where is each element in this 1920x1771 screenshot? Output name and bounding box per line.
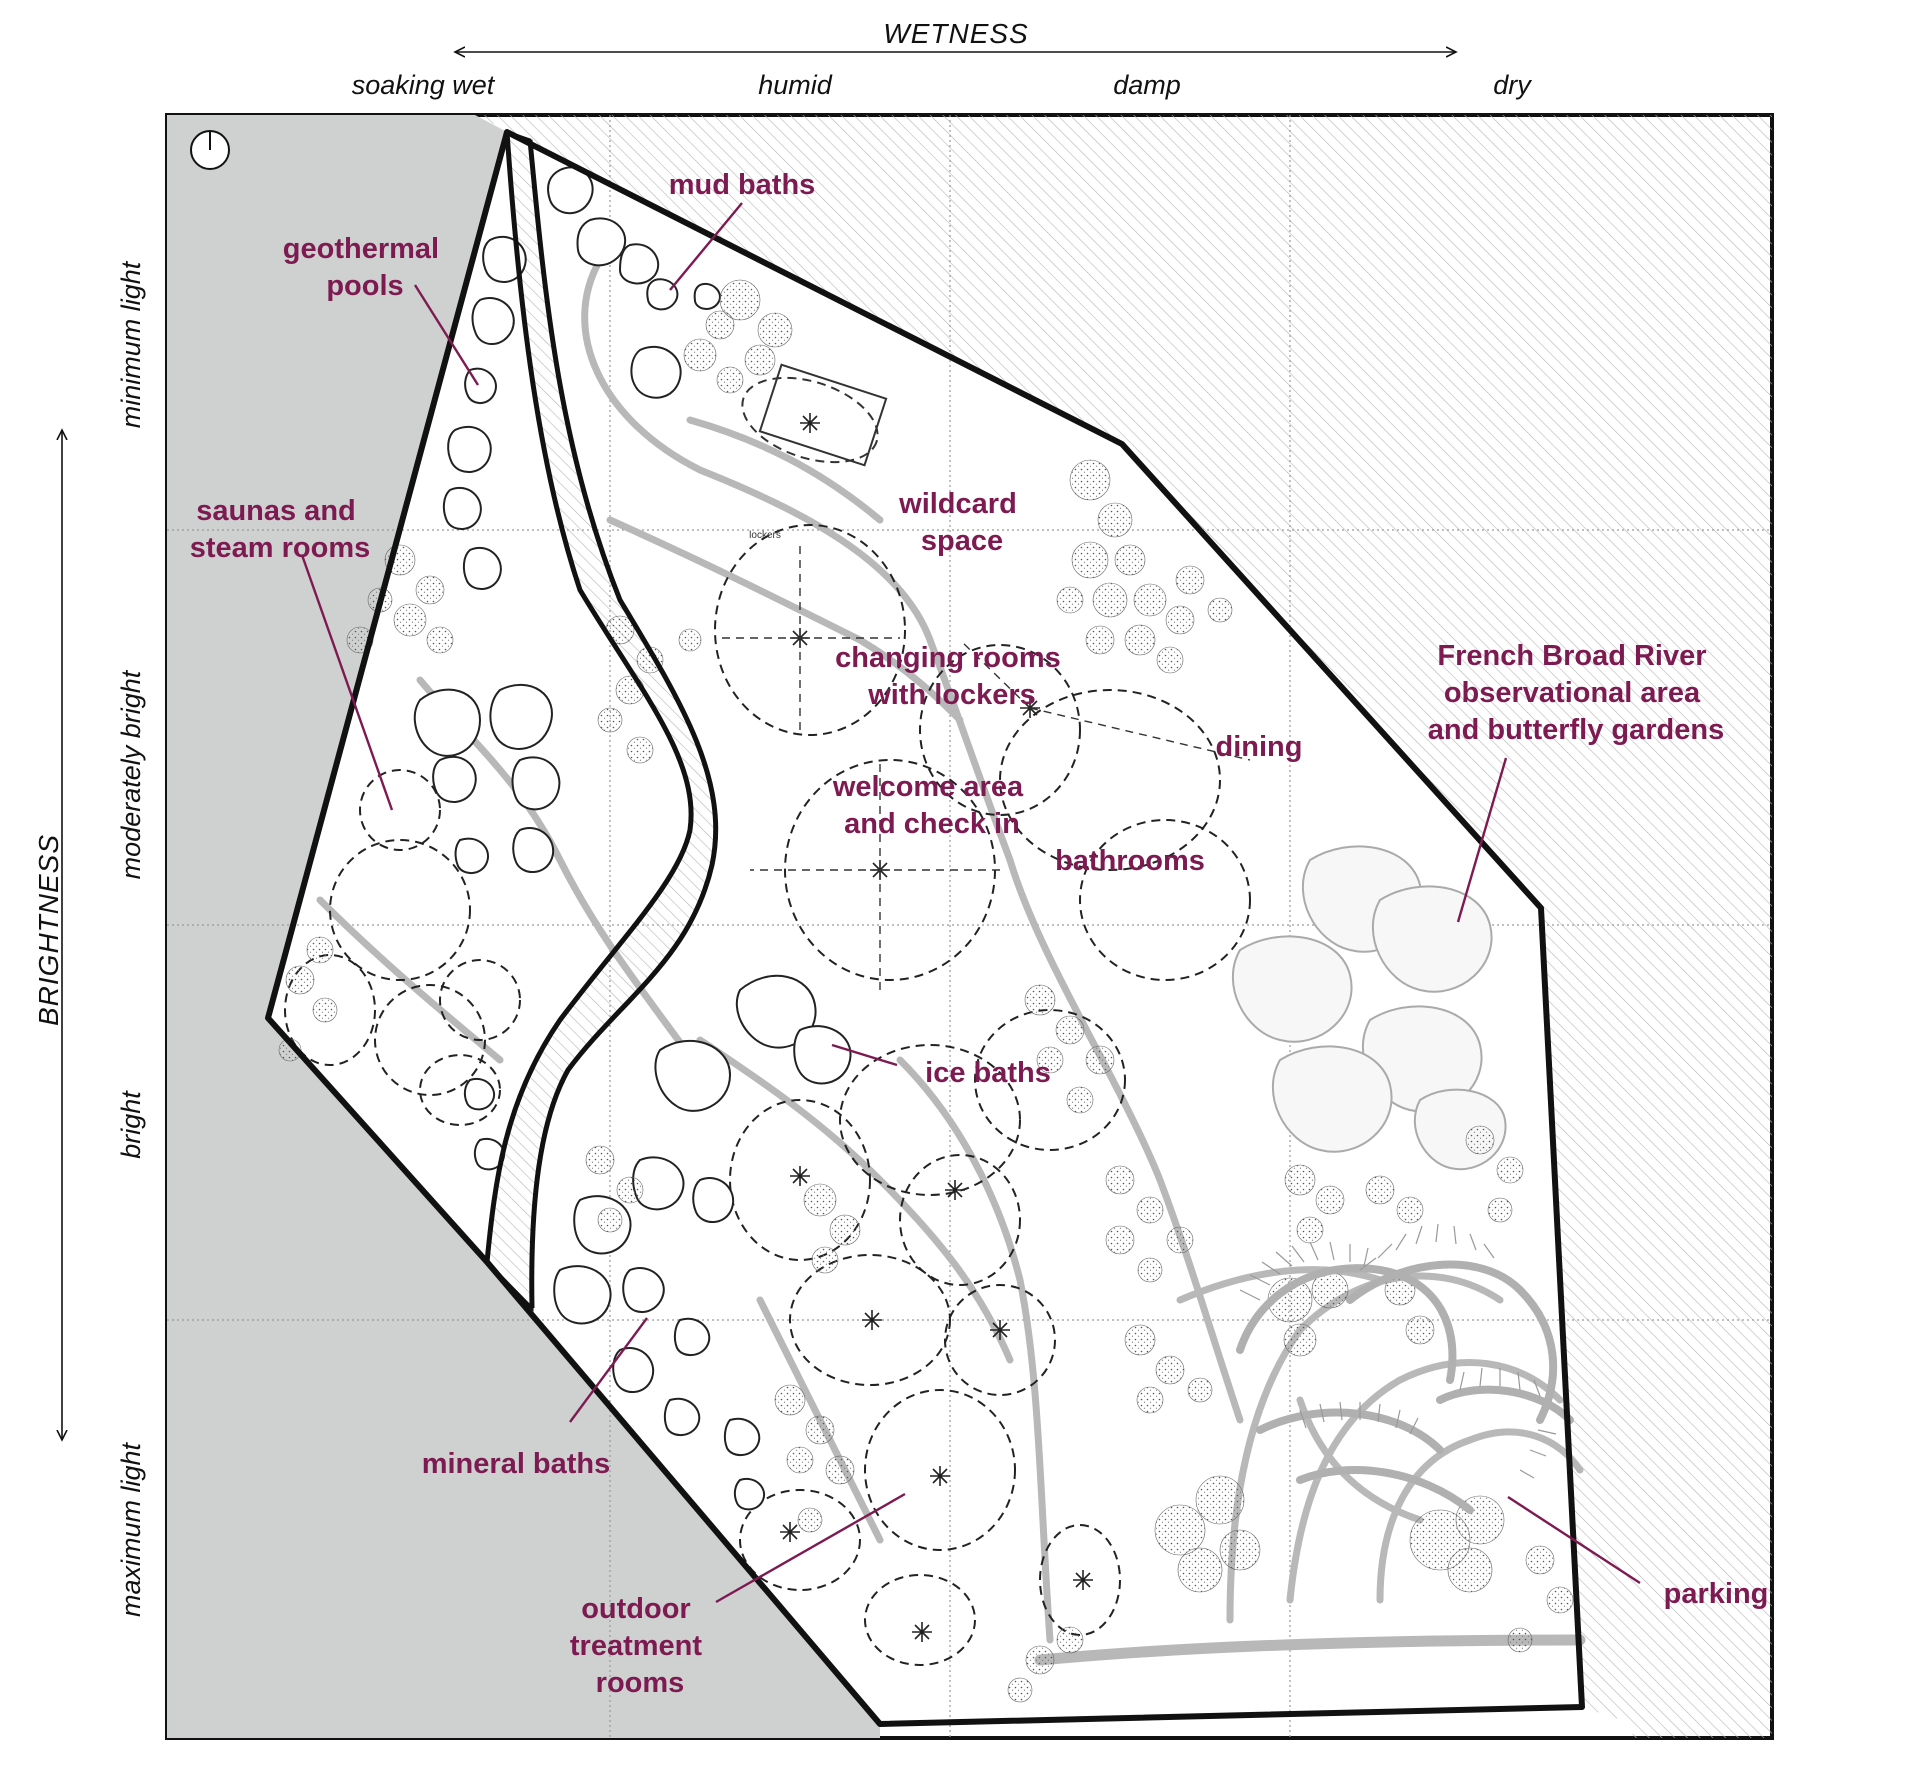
label-lockers-line-2: with lockers bbox=[867, 679, 1036, 711]
dashed-zones bbox=[284, 524, 1251, 1666]
x-tick-humid: humid bbox=[758, 70, 833, 100]
label-ice-baths-line-1: ice baths bbox=[925, 1057, 1051, 1089]
hatched-outside-area bbox=[475, 115, 1772, 1738]
river-boundary-line bbox=[527, 139, 719, 1309]
label-river-line-1: French Broad River bbox=[1437, 640, 1706, 672]
label-parking: parking bbox=[1664, 1578, 1769, 1610]
label-lockers: changing rooms with lockers bbox=[835, 642, 1069, 711]
label-geothermal-pools-line-1: geothermal bbox=[283, 233, 439, 265]
label-treatment-line-3: rooms bbox=[596, 1667, 685, 1699]
label-ice-baths: ice baths bbox=[925, 1057, 1051, 1089]
label-wildcard-line-2: space bbox=[921, 525, 1003, 557]
label-river: French Broad River observational area an… bbox=[1428, 640, 1725, 746]
parking-stalls bbox=[1239, 1223, 1557, 1479]
label-dining-line-1: dining bbox=[1216, 731, 1303, 763]
y-axis: BRIGHTNESS minimum light moderately brig… bbox=[33, 260, 146, 1617]
x-axis-title: WETNESS bbox=[883, 18, 1028, 49]
label-wildcard: wildcard space bbox=[898, 488, 1025, 557]
label-mud-baths-line-1: mud baths bbox=[669, 169, 816, 201]
grid-lines bbox=[167, 115, 1772, 1738]
leader-lines bbox=[300, 202, 1641, 1604]
label-geothermal-pools: geothermal pools bbox=[283, 233, 447, 302]
river-boundary-line-west bbox=[484, 131, 694, 1263]
label-mineral-baths: mineral baths bbox=[422, 1448, 611, 1480]
label-geothermal-pools-line-2: pools bbox=[326, 270, 403, 302]
label-parking-line-1: parking bbox=[1664, 1578, 1769, 1610]
label-treatment-line-2: treatment bbox=[570, 1630, 702, 1662]
y-tick-moderately-bright: moderately bright bbox=[116, 669, 146, 879]
label-welcome: welcome area and check in bbox=[832, 771, 1031, 840]
label-welcome-line-1: welcome area bbox=[832, 771, 1024, 803]
x-tick-dry: dry bbox=[1493, 70, 1532, 100]
label-bathrooms: bathrooms bbox=[1055, 845, 1205, 877]
site-boundary bbox=[265, 129, 1585, 1727]
gray-outside-area bbox=[167, 115, 880, 1738]
label-dining: dining bbox=[1216, 731, 1303, 763]
y-tick-minimum-light: minimum light bbox=[116, 260, 146, 428]
zone-labels: mud baths geothermal pools saunas and st… bbox=[190, 169, 1769, 1699]
parking-lot bbox=[1236, 1260, 1574, 1514]
y-tick-maximum-light: maximum light bbox=[116, 1441, 146, 1617]
spoke-lines bbox=[720, 540, 1251, 990]
x-axis: WETNESS soaking wet humid damp dry bbox=[352, 18, 1533, 100]
label-mud-baths: mud baths bbox=[669, 169, 816, 201]
y-tick-bright: bright bbox=[116, 1090, 146, 1159]
label-saunas-line-2: steam rooms bbox=[190, 532, 371, 564]
lockers-tag: lockers bbox=[749, 530, 781, 541]
label-saunas-line-1: saunas and bbox=[196, 495, 356, 527]
label-river-line-2: observational area bbox=[1444, 677, 1701, 709]
label-treatment-line-1: outdoor bbox=[581, 1593, 691, 1625]
y-axis-title: BRIGHTNESS bbox=[33, 834, 64, 1026]
label-wildcard-line-1: wildcard bbox=[898, 488, 1017, 520]
x-tick-damp: damp bbox=[1113, 70, 1181, 100]
wildcard-pavilion bbox=[741, 363, 888, 467]
north-arrow-icon bbox=[190, 130, 230, 170]
label-river-line-3: and butterfly gardens bbox=[1428, 714, 1725, 746]
label-bathrooms-line-1: bathrooms bbox=[1055, 845, 1205, 877]
label-mineral-baths-line-1: mineral baths bbox=[422, 1448, 611, 1480]
label-treatment: outdoor treatment rooms bbox=[570, 1593, 710, 1699]
label-lockers-line-1: changing rooms bbox=[835, 642, 1061, 674]
label-welcome-line-2: and check in bbox=[844, 808, 1020, 840]
label-saunas: saunas and steam rooms bbox=[190, 495, 371, 564]
x-tick-soaking-wet: soaking wet bbox=[352, 70, 496, 100]
